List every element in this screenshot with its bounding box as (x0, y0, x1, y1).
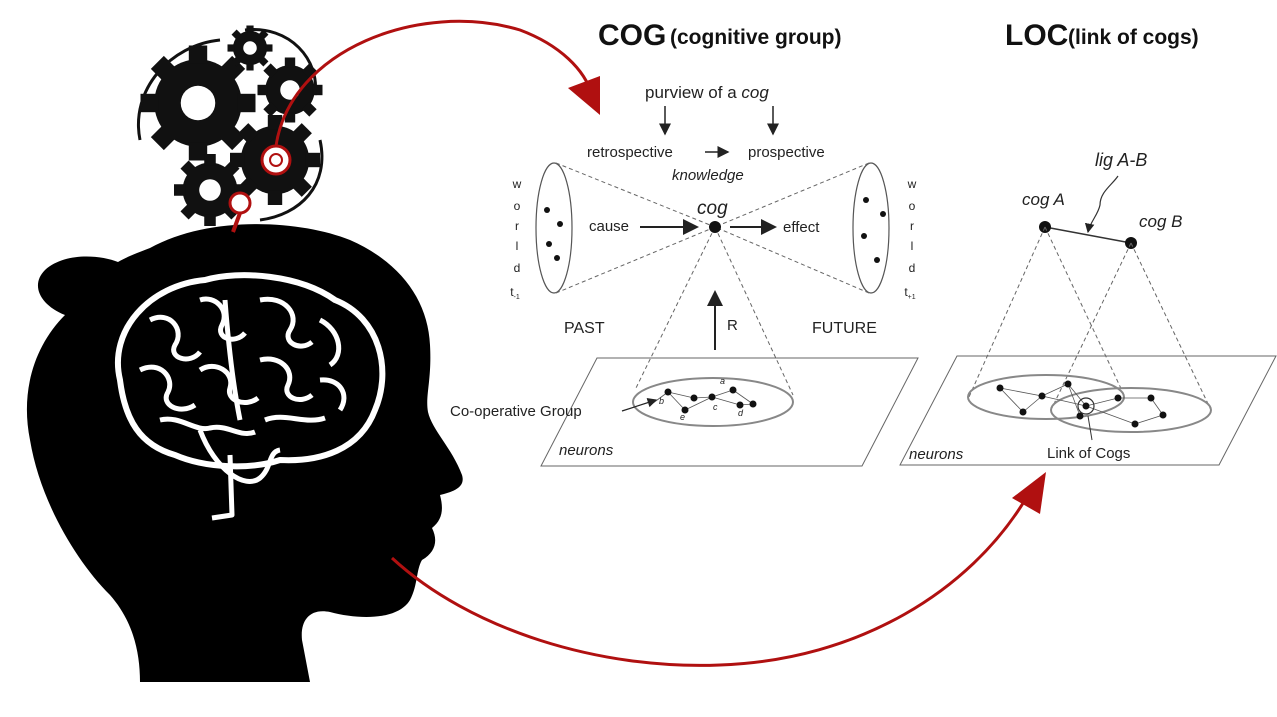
cog-a-group-ellipse (967, 374, 1125, 420)
cog-panel: COG (cognitive group) purview of a cog r… (450, 19, 919, 467)
cause-label: cause (589, 218, 629, 235)
neurons-label-cog: neurons (559, 442, 614, 459)
cog-a-label: cog A (1022, 190, 1065, 209)
retrospective-label: retrospective (587, 144, 673, 161)
svg-text:t+1: t+1 (904, 285, 915, 301)
svg-text:c: c (713, 402, 718, 412)
future-label: FUTURE (812, 320, 877, 337)
svg-text:l: l (911, 239, 914, 253)
red-arrow-to-cog (274, 19, 600, 147)
link-of-cogs-label: Link of Cogs (1047, 445, 1130, 462)
cog-subtitle: (cognitive group) (670, 26, 842, 49)
svg-text:r: r (910, 219, 914, 233)
svg-text:b: b (659, 396, 664, 406)
past-label: PAST (564, 320, 605, 337)
shared-neuron-ring (1077, 397, 1095, 415)
prospective-label: prospective (748, 144, 825, 161)
cog-node (709, 221, 721, 233)
neuron-plane-cog (540, 357, 919, 467)
cog-title: COG (598, 19, 666, 52)
r-label: R (727, 317, 738, 334)
svg-text:w: w (907, 177, 917, 191)
past-world-ellipse (535, 162, 573, 294)
svg-text:o: o (514, 199, 521, 213)
loc-subtitle: (link of cogs) (1068, 26, 1199, 49)
svg-text:t-1: t-1 (510, 285, 520, 301)
cooperative-group-label: Co-operative Group (450, 403, 582, 420)
loc-panel: LOC (link of cogs) lig A-B cog A cog B (899, 19, 1277, 466)
red-arrow-to-loc (390, 472, 1046, 667)
svg-text:d: d (909, 261, 916, 275)
svg-text:d: d (514, 261, 521, 275)
neuron-letters: a b c d e (659, 376, 744, 422)
lig-line (1044, 226, 1132, 244)
neurons-label-loc: neurons (909, 446, 964, 463)
cog-label: cog (697, 198, 728, 219)
svg-text:r: r (515, 219, 519, 233)
purview-label-prefix: purview of a (645, 83, 741, 102)
world-right-label: w o r l d t+1 (904, 177, 916, 301)
knowledge-label: knowledge (672, 167, 744, 184)
svg-text:d: d (738, 408, 744, 418)
svg-text:l: l (516, 239, 519, 253)
future-world-ellipse (852, 162, 890, 294)
gears-icon (137, 25, 324, 233)
svg-text:w: w (512, 177, 522, 191)
brain-icon (115, 272, 386, 521)
cog-b-label: cog B (1139, 212, 1182, 231)
purview-label-italic: cog (741, 83, 769, 102)
lig-label: lig A-B (1095, 150, 1147, 170)
svg-text:o: o (909, 199, 916, 213)
svg-text:e: e (680, 412, 685, 422)
effect-label: effect (783, 219, 820, 236)
loc-title: LOC (1005, 19, 1068, 52)
svg-text:a: a (720, 376, 725, 386)
head-silhouette-icon (26, 224, 463, 682)
neuron-plane-loc (899, 355, 1277, 466)
cooperative-group-ellipse (632, 377, 794, 427)
cog-b-group-ellipse (1050, 387, 1212, 433)
svg-text:purview of a cog: purview of a cog (645, 83, 769, 102)
svg-text:COG: COG (598, 19, 666, 52)
world-left-label: w o r l d t-1 (510, 177, 521, 301)
